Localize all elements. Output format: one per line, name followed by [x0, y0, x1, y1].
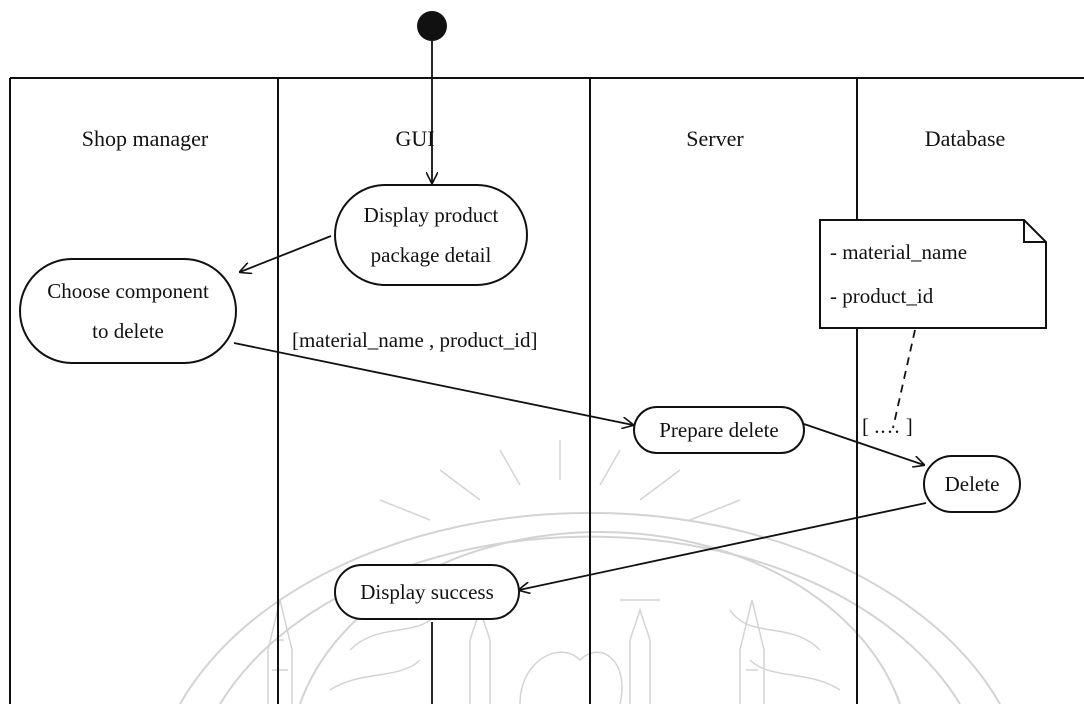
guard-note: [ .… ] — [862, 414, 913, 438]
flow-delete-to-success — [519, 502, 927, 590]
swimlane-frame — [9, 77, 1084, 704]
note: - material_name - product_id — [820, 220, 1046, 328]
initial-node — [417, 11, 447, 41]
note-line-material-name: - material_name — [830, 240, 968, 264]
guard-material-product: [material_name , product_id] — [292, 328, 538, 352]
activity-label: Display product package detail — [363, 203, 499, 267]
activity-label: Prepare delete — [659, 418, 779, 442]
lane-title-shop-manager: Shop manager — [81, 126, 209, 151]
control-flows — [233, 40, 927, 704]
activity-display-product-package-detail: Display product package detail — [334, 184, 528, 286]
lane-title-database: Database — [924, 126, 1006, 151]
activity-label: Delete — [944, 472, 1000, 496]
flow-choose-to-prepare — [233, 342, 633, 425]
flow-prepare-to-delete — [803, 423, 924, 465]
note-shape — [819, 219, 1047, 329]
note-line-product-id: - product_id — [830, 284, 934, 308]
lane-title-server: Server — [686, 126, 744, 151]
activity-choose-component-to-delete: Choose component to delete — [19, 258, 237, 364]
activity-display-success: Display success — [334, 564, 520, 620]
watermark-seal — [179, 440, 1001, 704]
activity-delete: Delete — [923, 455, 1021, 513]
activity-label: Choose component to delete — [47, 279, 209, 343]
activity-prepare-delete: Prepare delete — [633, 406, 805, 454]
lane-title-gui: GUI — [395, 126, 435, 151]
note-anchor-line — [892, 329, 916, 429]
activity-label: Display success — [360, 580, 494, 604]
flow-display-to-choose — [240, 235, 332, 272]
